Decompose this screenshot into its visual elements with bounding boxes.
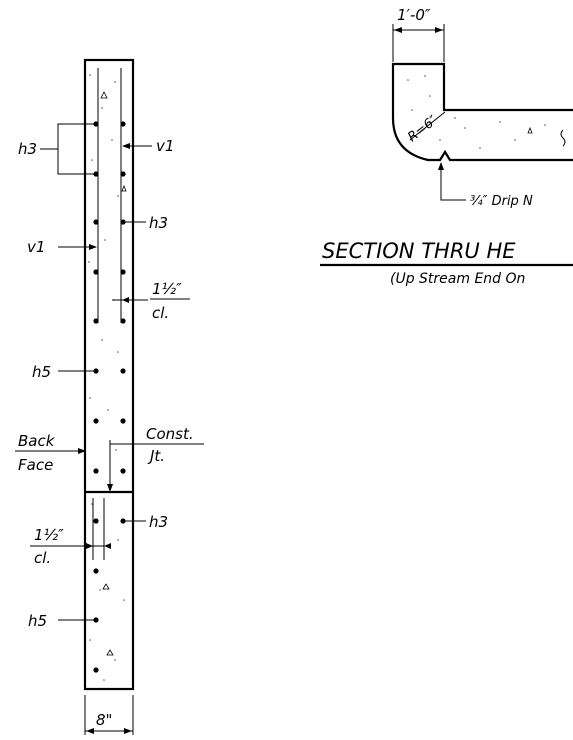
- label-back-face-2: Face: [18, 456, 53, 474]
- back-face-arrow: [78, 448, 86, 454]
- rebar-dot: [93, 269, 99, 275]
- cover-bottom-arrow: [86, 543, 93, 549]
- rebar-dot: [120, 368, 126, 374]
- rebar-dot: [120, 468, 126, 474]
- rebar-dot: [93, 219, 99, 225]
- label-radius: R=6″: [405, 113, 440, 145]
- rebar-dot: [93, 468, 99, 474]
- h3-group-bracket: [40, 123, 96, 175]
- label-cover-top-unit: cl.: [152, 304, 169, 322]
- radius-leader: [409, 111, 446, 141]
- wall-outline: [83, 58, 135, 691]
- rebar-dot: [93, 518, 99, 524]
- rebar-dot: [93, 418, 99, 424]
- label-h5-lower: h5: [28, 612, 47, 630]
- cover-bottom-arrow-2: [104, 543, 111, 549]
- width-dimension: [84, 695, 134, 735]
- break-line: [560, 129, 566, 147]
- label-v1-left: v1: [27, 238, 45, 256]
- rebar-dot: [120, 171, 126, 177]
- rebar-dot: [93, 667, 99, 673]
- cover-top-arrow: [122, 297, 129, 303]
- wall-section: h3 v1 h3 v1 1½″ cl. h5 Back Face Const. …: [15, 58, 204, 735]
- headwall-outline: [391, 62, 573, 162]
- label-cover-bottom-unit: cl.: [34, 549, 51, 567]
- label-dim-top: 1′-0″: [397, 6, 431, 24]
- label-v1-right: v1: [156, 137, 174, 155]
- label-drip-notch: ¾″ Drip N: [470, 194, 533, 209]
- v1-left-arrow: [89, 244, 97, 250]
- rebar-dot: [93, 568, 99, 574]
- label-h3-group: h3: [18, 140, 37, 158]
- const-jt-leader: [109, 443, 204, 490]
- drip-notch-leader: [440, 163, 466, 201]
- rebar-dot: [120, 269, 126, 275]
- label-h3-lower: h3: [149, 513, 168, 531]
- headwall-stipple: [407, 75, 546, 149]
- concrete-stipple: [88, 74, 127, 681]
- v1-right-arrow: [122, 143, 130, 149]
- section-subtitle: (Up Stream End On: [390, 271, 525, 287]
- label-cover-top-fraction: 1½″: [152, 280, 182, 298]
- label-width-dim: 8": [96, 711, 112, 729]
- label-back-face-1: Back: [18, 432, 56, 450]
- label-const-jt-2: Jt.: [147, 447, 165, 465]
- label-h3-right: h3: [149, 214, 168, 232]
- rebar-dot: [120, 121, 126, 127]
- const-jt-arrow: [107, 484, 113, 492]
- headwall-section: 1′-0″ R=6″ ¾″ Drip N SECTION THRU HE (Up…: [320, 6, 573, 287]
- label-const-jt-1: Const.: [146, 425, 194, 443]
- section-title: SECTION THRU HE: [322, 239, 516, 263]
- rebar-dot: [93, 318, 99, 324]
- rebar-dot: [120, 418, 126, 424]
- label-h5-upper: h5: [32, 363, 51, 381]
- rebar-dot: [120, 318, 126, 324]
- drip-notch-arrow: [438, 162, 444, 170]
- label-cover-bottom-fraction: 1½″: [34, 526, 64, 544]
